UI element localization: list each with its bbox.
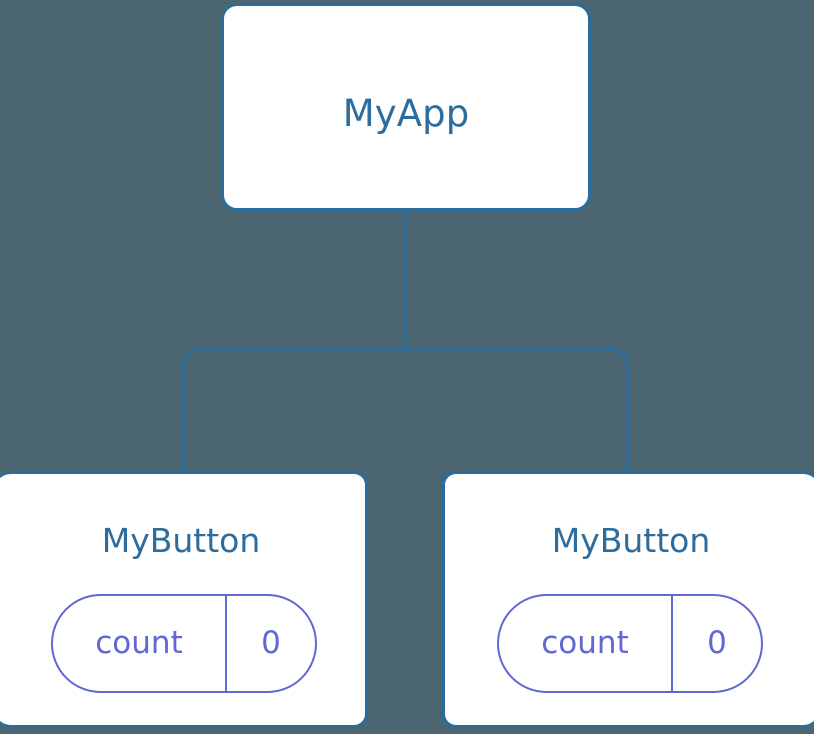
state-value-label-2: 0: [707, 624, 727, 661]
state-pill-count-1[interactable]: count 0: [51, 594, 317, 693]
edge-root-to-child-right: [406, 347, 630, 473]
node-mybutton-1[interactable]: MyButton count 0: [0, 471, 368, 728]
state-value-label-1: 0: [261, 624, 281, 661]
state-pill-count-2[interactable]: count 0: [497, 594, 763, 693]
state-key-label-2: count: [499, 596, 673, 691]
edge-root-to-child-left: [182, 347, 406, 473]
node-mybutton-1-label: MyButton: [101, 521, 261, 560]
node-myapp[interactable]: MyApp: [221, 3, 591, 211]
node-mybutton-2-label: MyButton: [551, 521, 711, 560]
state-key-label-1: count: [53, 596, 227, 691]
node-myapp-label: MyApp: [342, 92, 470, 135]
node-mybutton-2[interactable]: MyButton count 0: [442, 471, 814, 728]
